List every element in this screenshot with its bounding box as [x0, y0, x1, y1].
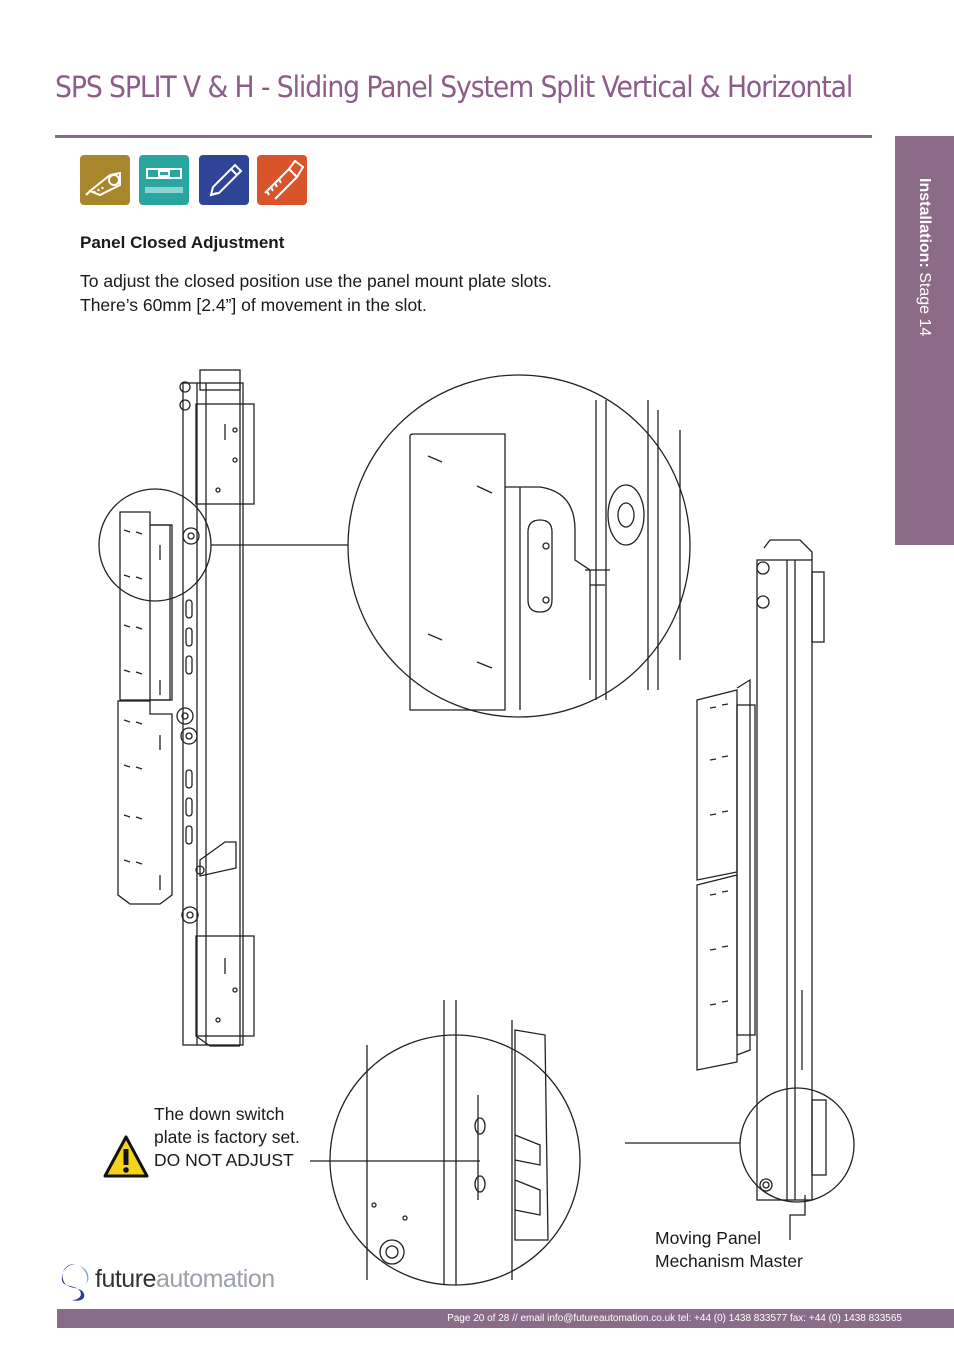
- footer-contact: Page 20 of 28 // email info@futureautoma…: [447, 1313, 902, 1324]
- warning-line-1: The down switch: [154, 1104, 285, 1124]
- stage-tab: Installation: Stage 14: [895, 136, 954, 545]
- company-logo: futureautomation: [58, 1262, 298, 1302]
- warning-line-3: DO NOT ADJUST: [154, 1150, 294, 1170]
- tape-measure-icon: [80, 155, 130, 205]
- logo-text-future: future: [95, 1265, 156, 1293]
- vertical-mechanism-drawing: [117, 369, 255, 1047]
- caption-line-2: Mechanism Master: [655, 1251, 803, 1271]
- saw-icon: [257, 155, 307, 205]
- detail-magnifier-top: [347, 374, 691, 718]
- instruction-line-1: To adjust the closed position use the pa…: [80, 271, 552, 291]
- footer-bar: Page 20 of 28 // email info@futureautoma…: [57, 1309, 954, 1328]
- logo-swirl-icon: [61, 1264, 89, 1301]
- logo-text-automation: automation: [155, 1265, 275, 1293]
- warning-line-2: plate is factory set.: [154, 1127, 300, 1147]
- master-caption: Moving Panel Mechanism Master: [655, 1227, 803, 1273]
- caption-line-1: Moving Panel: [655, 1228, 762, 1248]
- factory-set-warning: The down switch plate is factory set. DO…: [154, 1103, 300, 1172]
- instruction-line-2: There’s 60mm [2.4”] of movement in the s…: [80, 295, 427, 315]
- master-mechanism-drawing: [696, 539, 827, 1201]
- title-divider: [55, 135, 872, 138]
- warning-icon: [103, 1135, 149, 1178]
- section-heading: Panel Closed Adjustment: [80, 233, 285, 252]
- detail-magnifier-bottom: [329, 1034, 581, 1286]
- detail-top-content: [409, 400, 681, 711]
- spirit-level-icon: [139, 155, 189, 205]
- page-title: SPS SPLIT V & H - Sliding Panel System S…: [55, 70, 853, 104]
- pencil-icon: [199, 155, 249, 205]
- detail-bottom-content: [366, 1000, 549, 1285]
